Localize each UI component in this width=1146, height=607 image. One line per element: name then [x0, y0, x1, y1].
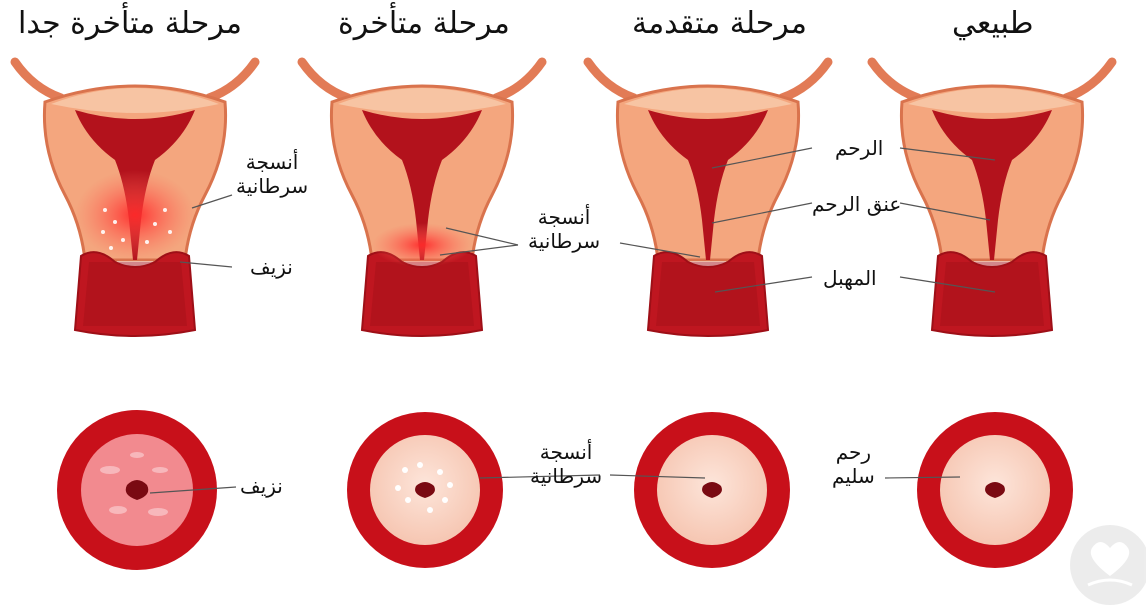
uterus-normal — [872, 62, 1112, 336]
label-line1: أنسجة — [528, 205, 600, 229]
label-line2: سرطانية — [236, 174, 308, 198]
label-uterus: الرحم — [835, 136, 883, 160]
uterus-late — [302, 62, 542, 336]
label-line1: أنسجة — [236, 150, 308, 174]
label-line2: سرطانية — [528, 229, 600, 253]
label-vagina: المهبل — [823, 266, 877, 290]
watermark-logo — [1070, 525, 1146, 605]
label-healthy-uterus: رحم سليم — [832, 440, 875, 488]
uterus-advanced — [588, 62, 828, 336]
label-line1: أنسجة — [530, 440, 602, 464]
label-cancer-tissue-cervix: أنسجة سرطانية — [530, 440, 602, 488]
label-bleeding-uterus: نزيف — [250, 255, 293, 279]
label-bleeding-cervix: نزيف — [240, 474, 283, 498]
label-line2: سرطانية — [530, 464, 602, 488]
cervix-late — [347, 412, 503, 568]
label-line1: رحم — [832, 440, 875, 464]
label-cancer-tissue-very-late: أنسجة سرطانية — [236, 150, 308, 198]
label-cancer-tissue-late: أنسجة سرطانية — [528, 205, 600, 253]
label-cervix: عنق الرحم — [812, 192, 901, 216]
label-line2: سليم — [832, 464, 875, 488]
cervix-advanced — [634, 412, 790, 568]
cervix-normal — [917, 412, 1073, 568]
